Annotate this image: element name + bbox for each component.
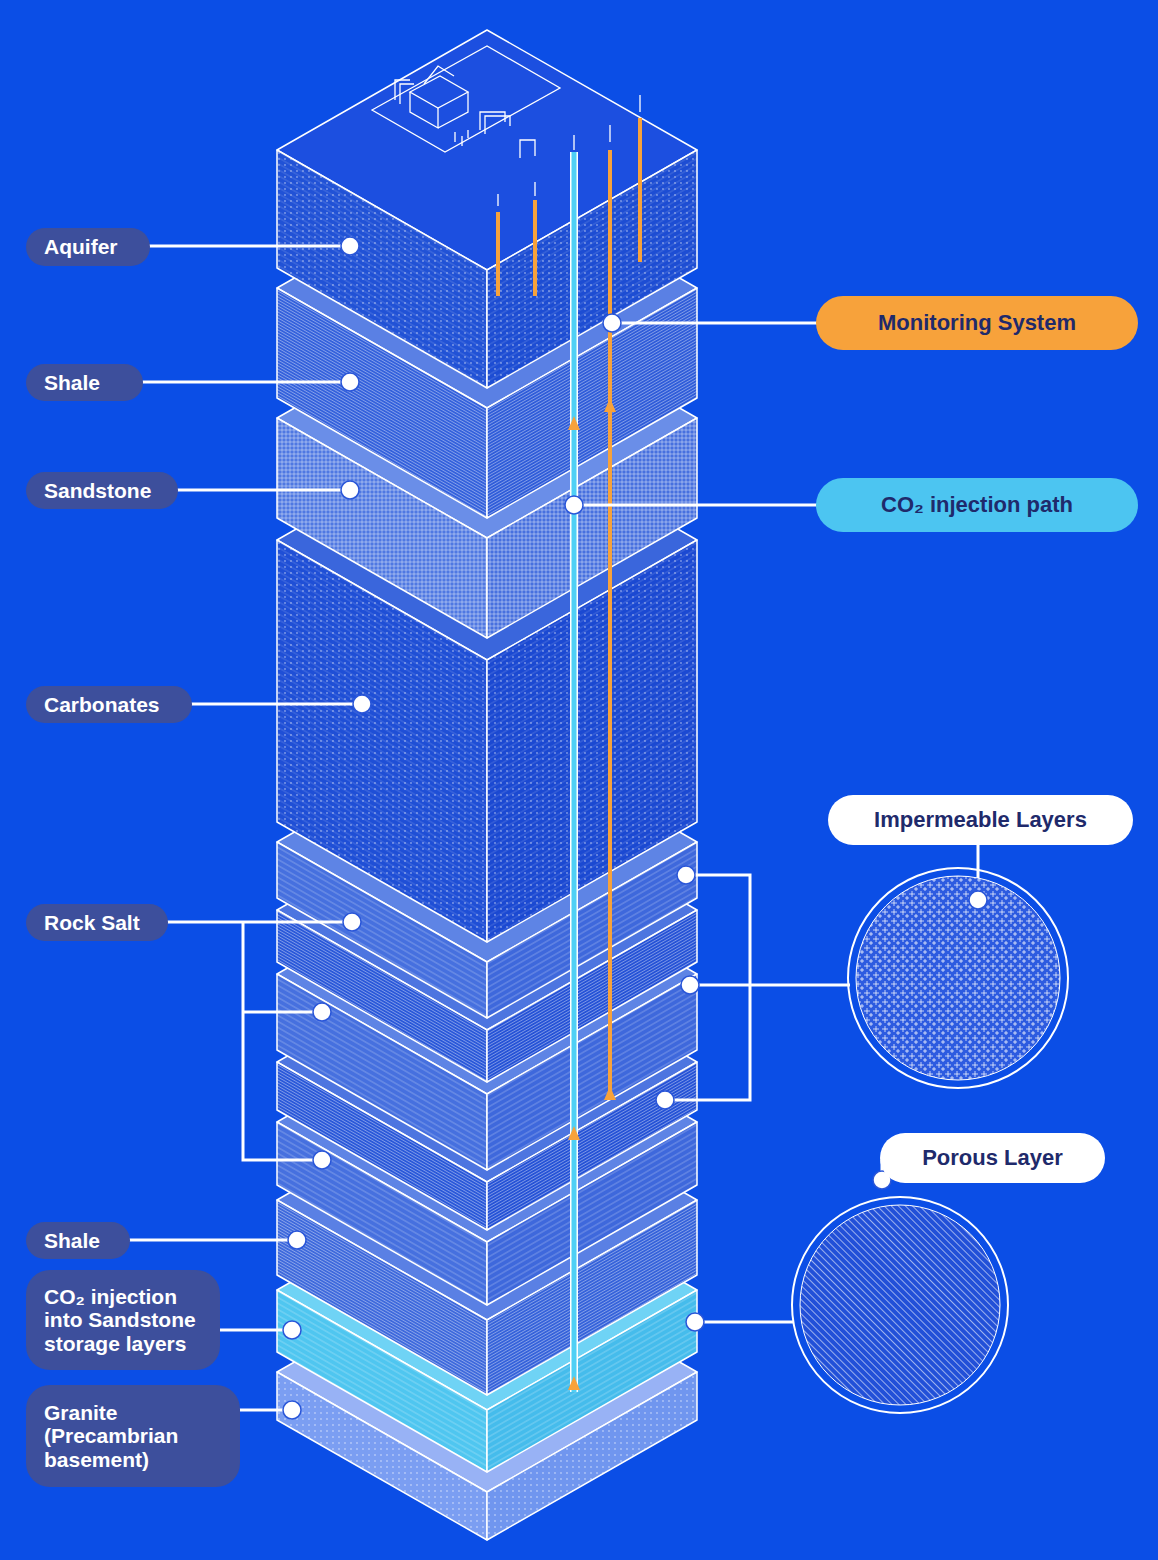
- label-text: Carbonates: [44, 693, 160, 717]
- label-text: Impermeable Layers: [874, 808, 1087, 833]
- layer-label: Shale: [26, 1222, 130, 1259]
- label-text: Sandstone: [44, 479, 151, 503]
- porous-texture-circle: [792, 1171, 1008, 1413]
- layer-label: Sandstone: [26, 472, 178, 509]
- aquifer-layer: [277, 30, 697, 388]
- label-text: Granite (Precambrian basement): [44, 1401, 222, 1472]
- label-text: Shale: [44, 1229, 100, 1253]
- legend-pill: CO₂ injection path: [816, 478, 1138, 532]
- layer-label: CO₂ injection into Sandstone storage lay…: [26, 1270, 220, 1370]
- label-text: Rock Salt: [44, 911, 140, 935]
- label-text: CO₂ injection path: [881, 493, 1073, 518]
- layer-label: Granite (Precambrian basement): [26, 1385, 240, 1487]
- layer-label: Carbonates: [26, 686, 192, 723]
- layer-label: Rock Salt: [26, 904, 168, 941]
- texture-label: Porous Layer: [880, 1133, 1105, 1183]
- layer-label: Shale: [26, 364, 143, 401]
- wells: [498, 118, 640, 1392]
- label-text: Porous Layer: [922, 1146, 1063, 1171]
- label-text: Monitoring System: [878, 311, 1076, 336]
- texture-label: Impermeable Layers: [828, 795, 1133, 845]
- legend-pill: Monitoring System: [816, 296, 1138, 350]
- label-text: Shale: [44, 371, 100, 395]
- impermeable-texture-circle: [848, 868, 1068, 1088]
- rock-layers: [277, 30, 697, 1540]
- label-text: CO₂ injection into Sandstone storage lay…: [44, 1285, 202, 1356]
- label-text: Aquifer: [44, 235, 118, 259]
- surface-facility: [372, 46, 640, 206]
- leader-dots: [283, 237, 704, 1419]
- layer-label: Aquifer: [26, 228, 150, 266]
